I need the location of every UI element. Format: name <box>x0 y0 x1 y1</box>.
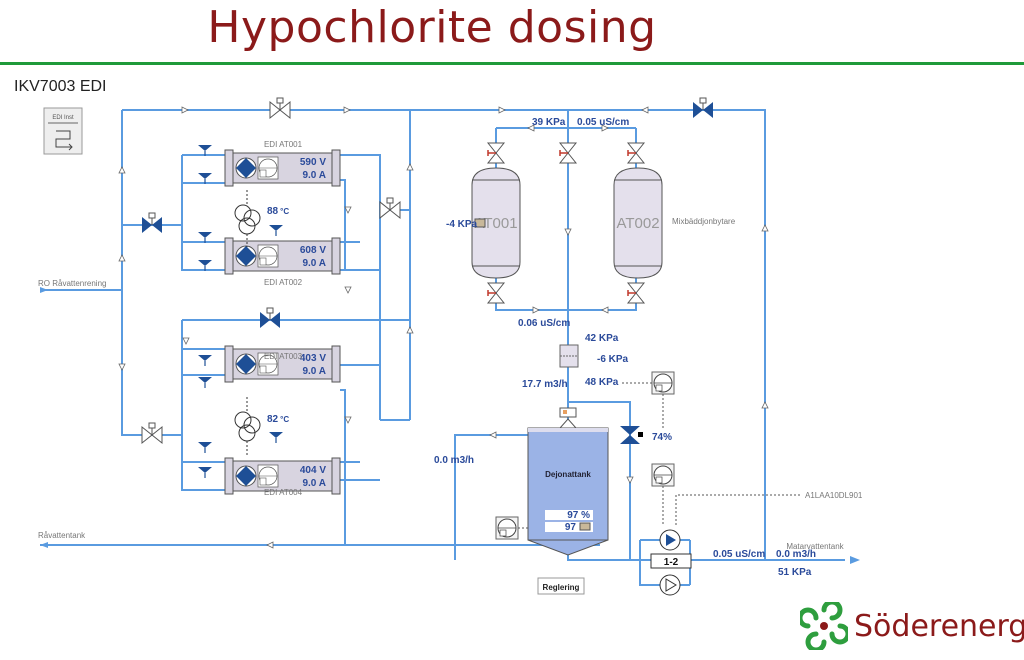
return-label: Råvattentank <box>38 531 86 540</box>
top-conductivity: 0.05 uS/cm <box>577 117 629 128</box>
logo-mark-icon <box>800 602 848 650</box>
edi-unit-label: EDI AT002 <box>264 278 303 287</box>
valve-group1-outlet[interactable] <box>379 197 401 219</box>
vessel2-inlet-valve[interactable] <box>627 142 645 164</box>
tag-label: A1LAA10DL901 <box>805 491 863 500</box>
signal-lines <box>518 382 800 529</box>
valve-group2-inlet[interactable] <box>141 422 163 444</box>
svg-text:Reglering: Reglering <box>543 583 580 592</box>
inlet-valve-top[interactable] <box>269 97 291 119</box>
filter-icon[interactable] <box>559 344 579 368</box>
vessel2-outlet-valve[interactable] <box>627 282 645 304</box>
pump-2-icon[interactable] <box>659 574 681 596</box>
vessel1-inlet-valve[interactable] <box>487 142 505 164</box>
outlet-pressure: 51 KPa <box>778 567 812 578</box>
edi-unit-3[interactable]: 403 V 9.0 A EDI AT003 <box>224 345 341 383</box>
tank-setpoint-readout[interactable]: 97 <box>545 522 593 533</box>
edi-unit-2[interactable]: 608 V 9.0 A EDI AT002 <box>224 237 341 287</box>
svg-text:EDI Inst: EDI Inst <box>52 115 74 121</box>
soderenergi-logo: Söderenergi <box>800 602 1024 650</box>
svg-text:1-2: 1-2 <box>664 557 679 568</box>
vessel1-outlet-valve[interactable] <box>487 282 505 304</box>
edi-inst-button[interactable]: EDI Inst <box>43 107 83 155</box>
edi-unit-label: EDI AT003 <box>264 352 303 361</box>
transformer-icon <box>234 190 261 247</box>
title-divider <box>0 62 1024 65</box>
filter-out-pressure: 48 KPa <box>585 377 619 388</box>
pump-group-selector[interactable]: 1-2 <box>650 553 692 569</box>
temperature-1: 88°C <box>267 206 289 217</box>
edi-current: 9.0 A <box>302 258 326 269</box>
svg-text:AT002: AT002 <box>616 215 659 232</box>
filter-dp: -6 KPa <box>597 354 629 365</box>
mixbed-label: Mixbäddjonbytare <box>672 217 736 226</box>
flow-reading: 17.7 m3/h <box>522 379 568 390</box>
pump-controller-icon[interactable] <box>651 463 675 487</box>
outlet-label: Matarvattentank <box>786 542 844 551</box>
valve-group2-top[interactable] <box>259 307 281 329</box>
return-flow: 0.0 m3/h <box>434 455 474 466</box>
tank-level-readout: 97 % <box>545 510 593 521</box>
edi-unit-1[interactable]: 590 V 9.0 A EDI AT001 <box>224 140 341 187</box>
filter-in-pressure: 42 KPa <box>585 333 619 344</box>
edi-voltage: 403 V <box>300 353 326 364</box>
vessel-bypass-valve[interactable] <box>559 142 577 164</box>
screen-title: IKV7003 EDI <box>14 78 107 95</box>
edi-voltage: 404 V <box>300 465 326 476</box>
top-pressure: 39 KPa <box>532 117 566 128</box>
pump-1-icon[interactable] <box>659 529 681 551</box>
outlet-arrow-icon <box>850 556 860 564</box>
vessel-pressure: -4 KPa <box>446 219 478 230</box>
reglering-button[interactable]: Reglering <box>537 577 585 595</box>
inlet-arrow-icon <box>40 287 48 293</box>
edi-current: 9.0 A <box>302 170 326 181</box>
outlet-flow: 0.0 m3/h <box>776 549 816 560</box>
valve-opening: 74% <box>652 432 672 443</box>
svg-text:Dejonattank: Dejonattank <box>545 470 591 479</box>
control-valve[interactable] <box>620 426 643 444</box>
pipe-network <box>40 109 845 586</box>
edi-current: 9.0 A <box>302 478 326 489</box>
temperature-2: 82°C <box>267 414 289 425</box>
bottom-conductivity: 0.06 uS/cm <box>518 318 570 329</box>
edi-unit-label: EDI AT004 <box>264 488 303 497</box>
return-arrow-icon <box>40 542 48 548</box>
pressure-controller-icon[interactable] <box>651 371 675 395</box>
svg-text:97: 97 <box>565 522 577 533</box>
edi-unit-label: EDI AT001 <box>264 140 303 149</box>
pressure-transmitter-icon <box>474 218 486 228</box>
outlet-conductivity: 0.05 uS/cm <box>713 549 765 560</box>
inlet-label: RO Råvattenrening <box>38 279 106 288</box>
edi-current: 9.0 A <box>302 366 326 377</box>
svg-text:97 %: 97 % <box>567 510 590 521</box>
level-controller-icon[interactable] <box>495 516 519 540</box>
slide-title: Hypochlorite dosing <box>207 2 657 53</box>
edi-voltage: 608 V <box>300 245 326 256</box>
deion-tank[interactable]: Dejonattank <box>527 427 609 556</box>
edi-voltage: 590 V <box>300 157 326 168</box>
transformer-icon <box>234 397 261 455</box>
valve-group1-inlet[interactable] <box>141 212 163 234</box>
vessel-at002[interactable]: AT002 <box>613 167 663 279</box>
bypass-valve[interactable] <box>692 97 714 119</box>
